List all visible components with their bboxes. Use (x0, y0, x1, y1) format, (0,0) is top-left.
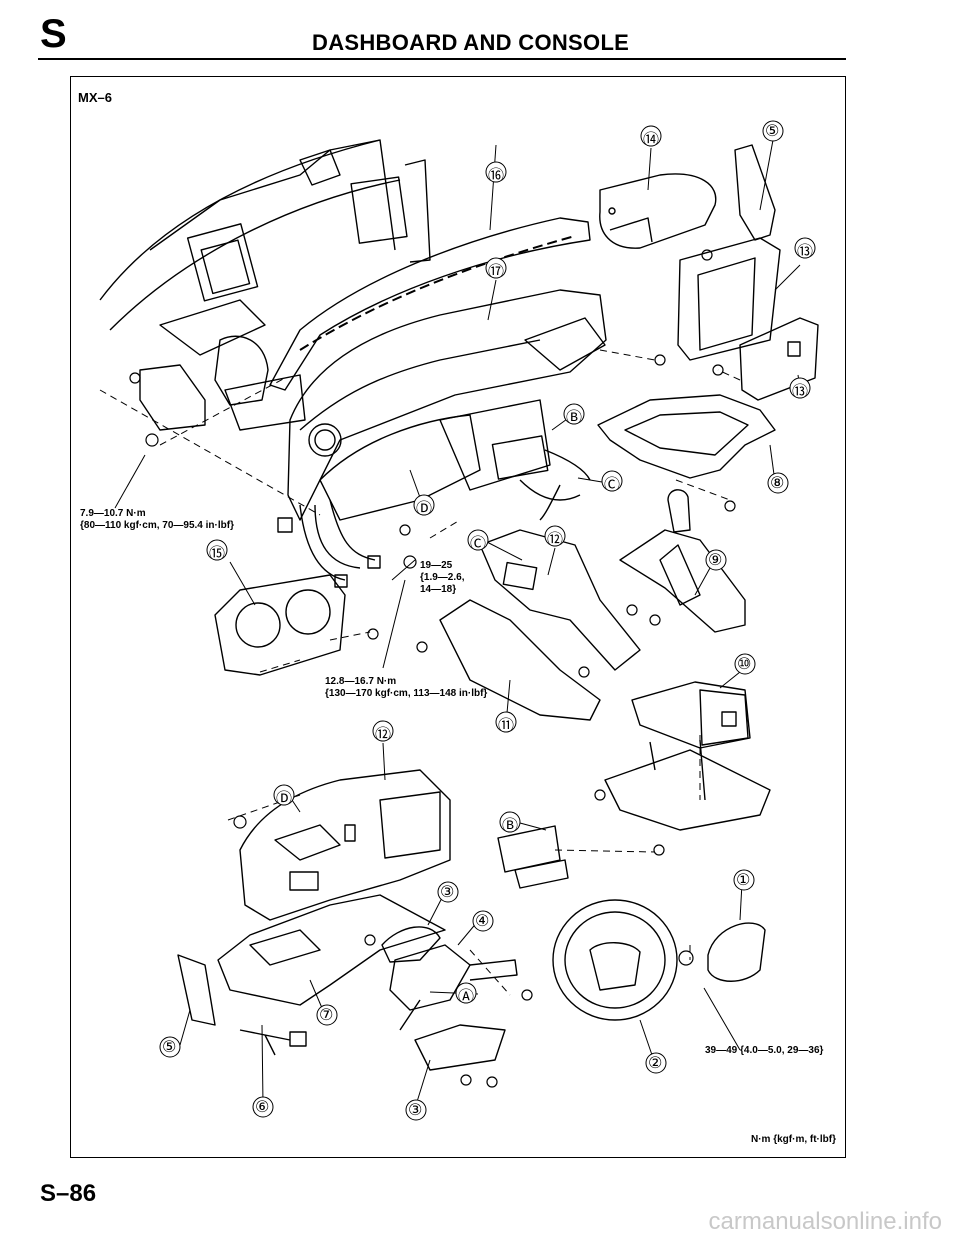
torque-spec-steering-nut: 39—49 {4.0—5.0, 29—36} (705, 1045, 823, 1057)
torque-spec-frame-bolt: 19—25 {1.9—2.6, 14—18} (420, 560, 464, 596)
console-side-panel (439, 599, 601, 721)
side-trim-lower (177, 954, 216, 1026)
lower-bracket (597, 394, 776, 479)
torque-units: {80—110 kgf·cm, 70—95.4 in·lbf} (80, 520, 234, 531)
driver-airbag (707, 922, 766, 982)
torque-units: {130—170 kgf·cm, 113—148 in·lbf} (325, 688, 488, 699)
torque-spec-dash-bolt: 7.9—10.7 N·m {80—110 kgf·cm, 70—95.4 in·… (80, 508, 234, 532)
lower-cover (217, 894, 446, 1006)
dashboard-panel (287, 289, 607, 521)
instrument-cluster (214, 574, 346, 676)
unit-legend: N·m {kgf·m, ft·lbf} (751, 1134, 836, 1145)
glove-box (739, 317, 819, 401)
section-letter: S (40, 12, 67, 56)
defroster-panel (269, 217, 591, 391)
shift-boot-panel (619, 529, 746, 633)
cowl-structure (99, 139, 431, 431)
torque-value: 7.9—10.7 N·m (80, 508, 146, 519)
combination-switch (389, 944, 471, 1011)
passenger-airbag (599, 173, 717, 249)
torque-value: 39—49 {4.0—5.0, 29—36} (705, 1045, 824, 1056)
steering-wheel (552, 899, 678, 1021)
header-rule (38, 58, 846, 60)
watermark: carmanualsonline.info (708, 1208, 942, 1235)
rear-console (631, 681, 751, 749)
torque-units-ftlbf: 14—18} (420, 584, 457, 595)
page-number: S–86 (40, 1180, 97, 1207)
figure-frame (70, 76, 846, 1158)
torque-spec-lower-bolt: 12.8—16.7 N·m {130—170 kgf·cm, 113—148 i… (325, 676, 487, 700)
torque-units: {1.9—2.6, (420, 572, 465, 583)
page-title: DASHBOARD AND CONSOLE (312, 30, 630, 55)
torque-value: 19—25 (420, 560, 453, 571)
model-label: MX–6 (78, 90, 112, 105)
side-trim-upper (734, 144, 776, 241)
meter-hood (239, 769, 451, 921)
glove-box-frame (677, 237, 781, 361)
torque-value: 12.8—16.7 N·m (325, 676, 397, 687)
